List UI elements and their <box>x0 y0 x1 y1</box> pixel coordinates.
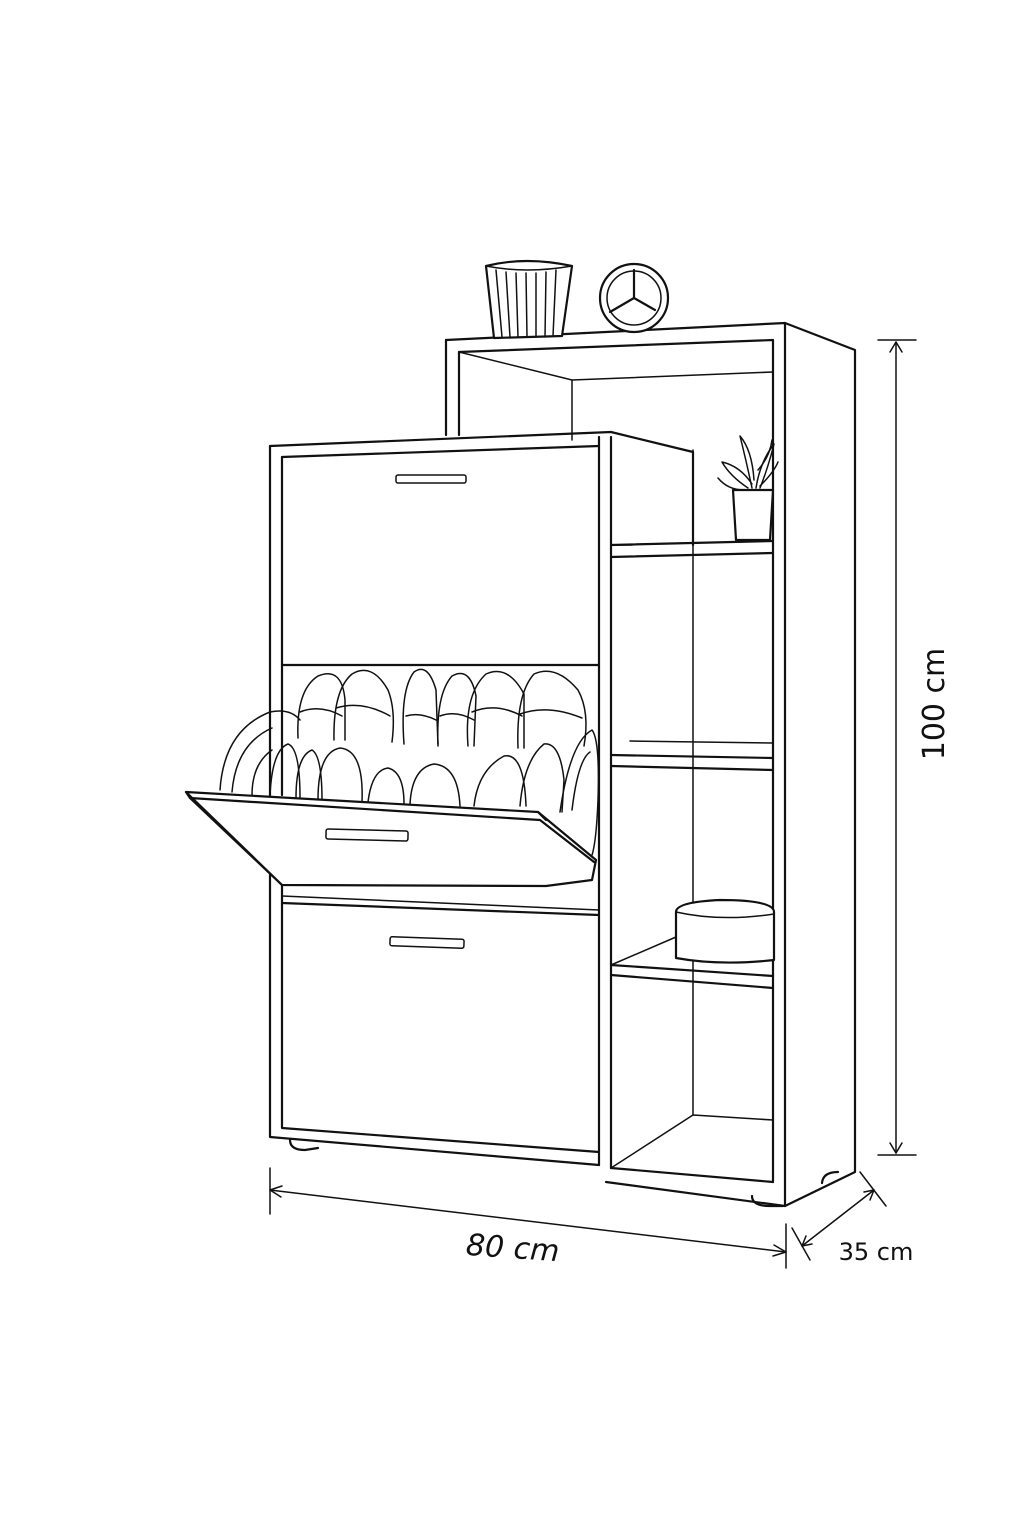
potted-plant <box>717 435 779 542</box>
width-dimension <box>269 1167 787 1269</box>
height-dimension <box>877 339 917 1156</box>
round-box <box>674 898 776 964</box>
depth-label: 35 cm <box>839 1238 914 1266</box>
door-cabinet <box>268 430 695 1167</box>
shelf-unit <box>444 321 857 1208</box>
shoes-back-row <box>297 668 587 749</box>
tilted-shoe-drawer <box>184 710 600 888</box>
width-label: 80 cm <box>465 1228 561 1269</box>
drawer-handle[interactable] <box>325 828 409 842</box>
table-clock <box>598 262 670 334</box>
top-door-handle[interactable] <box>395 474 467 484</box>
bottom-door-handle[interactable] <box>389 936 465 949</box>
depth-dimension <box>791 1171 887 1261</box>
height-label: 100 cm <box>917 648 952 761</box>
striped-vase <box>484 259 574 340</box>
